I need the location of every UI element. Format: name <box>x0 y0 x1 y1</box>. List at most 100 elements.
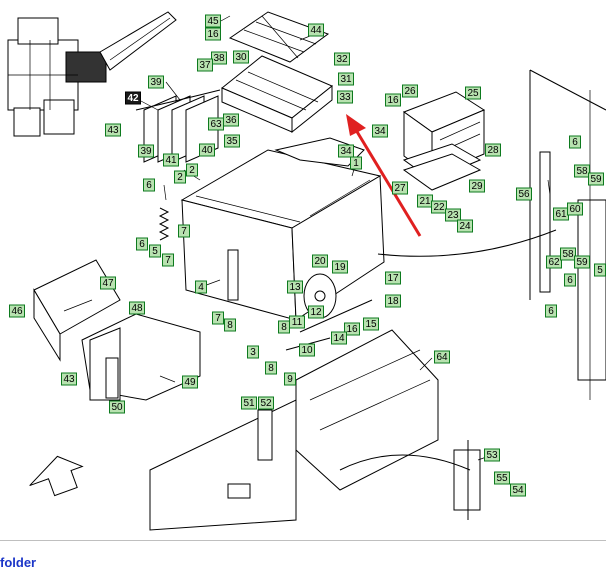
part-callout-label: 29 <box>471 181 483 192</box>
part-callout-2: 2 <box>186 163 198 177</box>
part-callout-label: 3 <box>250 347 256 358</box>
part-callout-label: 13 <box>289 282 301 293</box>
part-callout-label: 37 <box>199 60 211 71</box>
footer-divider <box>0 540 606 541</box>
part-callout-53: 53 <box>484 448 500 462</box>
part-callout-56: 56 <box>516 187 532 201</box>
part-callout-label: 6 <box>548 306 554 317</box>
part-callout-label: 62 <box>548 257 560 268</box>
part-callout-24: 24 <box>457 219 473 233</box>
part-callout-label: 20 <box>314 256 326 267</box>
part-callout-38: 38 <box>211 51 227 65</box>
part-callout-31: 31 <box>338 72 354 86</box>
part-callout-label: 6 <box>146 180 152 191</box>
part-callout-label: 53 <box>486 450 498 461</box>
part-callout-label: 43 <box>63 374 75 385</box>
part-callout-label: 10 <box>301 345 313 356</box>
part-callout-8: 8 <box>265 361 277 375</box>
part-callout-label: 34 <box>340 146 352 157</box>
part-callout-label: 33 <box>339 92 351 103</box>
part-callout-40: 40 <box>199 143 215 157</box>
part-callout-label: 7 <box>215 313 221 324</box>
part-callout-8: 8 <box>224 318 236 332</box>
lower-chassis-part <box>149 329 439 531</box>
part-callout-43: 43 <box>61 372 77 386</box>
part-callout-label: 8 <box>268 363 274 374</box>
orientation-arrow-icon <box>29 455 84 497</box>
part-callout-label: 1 <box>353 158 359 169</box>
part-callout-label: 28 <box>487 145 499 156</box>
part-callout-64: 64 <box>434 350 450 364</box>
part-callout-9: 9 <box>284 372 296 386</box>
part-callout-label: 61 <box>555 209 567 220</box>
part-callout-59: 59 <box>588 172 604 186</box>
part-callout-6: 6 <box>136 237 148 251</box>
machine-overview-drawing <box>7 11 177 137</box>
part-callout-label: 40 <box>201 145 213 156</box>
part-callout-4: 4 <box>195 280 207 294</box>
side-panels-part <box>33 259 201 401</box>
part-callout-47: 47 <box>100 276 116 290</box>
part-callout-15: 15 <box>363 317 379 331</box>
part-callout-11: 11 <box>289 315 305 329</box>
part-callout-label: 22 <box>433 202 445 213</box>
part-callout-label: 52 <box>260 398 272 409</box>
part-callout-label: 25 <box>467 88 479 99</box>
part-callout-label: 15 <box>365 319 377 330</box>
part-callout-58: 58 <box>574 164 590 178</box>
part-callout-49: 49 <box>182 375 198 389</box>
part-callout-label: 17 <box>387 273 399 284</box>
part-callout-label: 16 <box>207 29 219 40</box>
part-callout-label: 49 <box>184 377 196 388</box>
part-callout-label: 42 <box>127 93 139 104</box>
part-callout-28: 28 <box>485 143 501 157</box>
part-callout-label: 16 <box>387 95 399 106</box>
part-callout-7: 7 <box>162 253 174 267</box>
part-callout-label: 41 <box>165 155 177 166</box>
part-callout-7: 7 <box>212 311 224 325</box>
right-assembly-part <box>453 69 606 520</box>
part-callout-55: 55 <box>494 471 510 485</box>
part-callout-label: 19 <box>334 262 346 273</box>
part-callout-44: 44 <box>308 23 324 37</box>
part-callout-48: 48 <box>129 301 145 315</box>
part-callout-label: 56 <box>518 189 530 200</box>
part-callout-label: 4 <box>198 282 204 293</box>
part-callout-23: 23 <box>445 208 461 222</box>
part-callout-25: 25 <box>465 86 481 100</box>
part-callout-label: 34 <box>374 126 386 137</box>
part-callout-label: 51 <box>243 398 255 409</box>
part-callout-label: 48 <box>131 303 143 314</box>
part-callout-label: 39 <box>150 77 162 88</box>
part-callout-label: 45 <box>207 16 219 27</box>
part-callout-7: 7 <box>178 224 190 238</box>
part-callout-60: 60 <box>567 202 583 216</box>
part-callout-label: 43 <box>107 125 119 136</box>
folder-link[interactable]: folder <box>0 555 37 570</box>
tray-part <box>221 55 333 134</box>
part-callout-label: 50 <box>111 402 123 413</box>
part-callout-label: 6 <box>567 275 573 286</box>
part-callout-label: 32 <box>336 54 348 65</box>
part-callout-label: 18 <box>387 296 399 307</box>
part-callout-label: 8 <box>281 322 287 333</box>
part-callout-6: 6 <box>564 273 576 287</box>
part-callout-label: 16 <box>346 324 358 335</box>
part-callout-6: 6 <box>143 178 155 192</box>
part-callout-label: 39 <box>140 146 152 157</box>
part-callout-18: 18 <box>385 294 401 308</box>
part-callout-label: 26 <box>404 86 416 97</box>
part-callout-33: 33 <box>337 90 353 104</box>
part-callout-label: 59 <box>576 257 588 268</box>
part-callout-label: 54 <box>512 485 524 496</box>
part-callout-label: 47 <box>102 278 114 289</box>
part-callout-5: 5 <box>149 244 161 258</box>
part-callout-20: 20 <box>312 254 328 268</box>
part-callout-label: 6 <box>572 137 578 148</box>
part-callout-label: 27 <box>394 183 406 194</box>
part-callout-50: 50 <box>109 400 125 414</box>
part-callout-46: 46 <box>9 304 25 318</box>
part-callout-8: 8 <box>278 320 290 334</box>
part-callout-2: 2 <box>174 170 186 184</box>
